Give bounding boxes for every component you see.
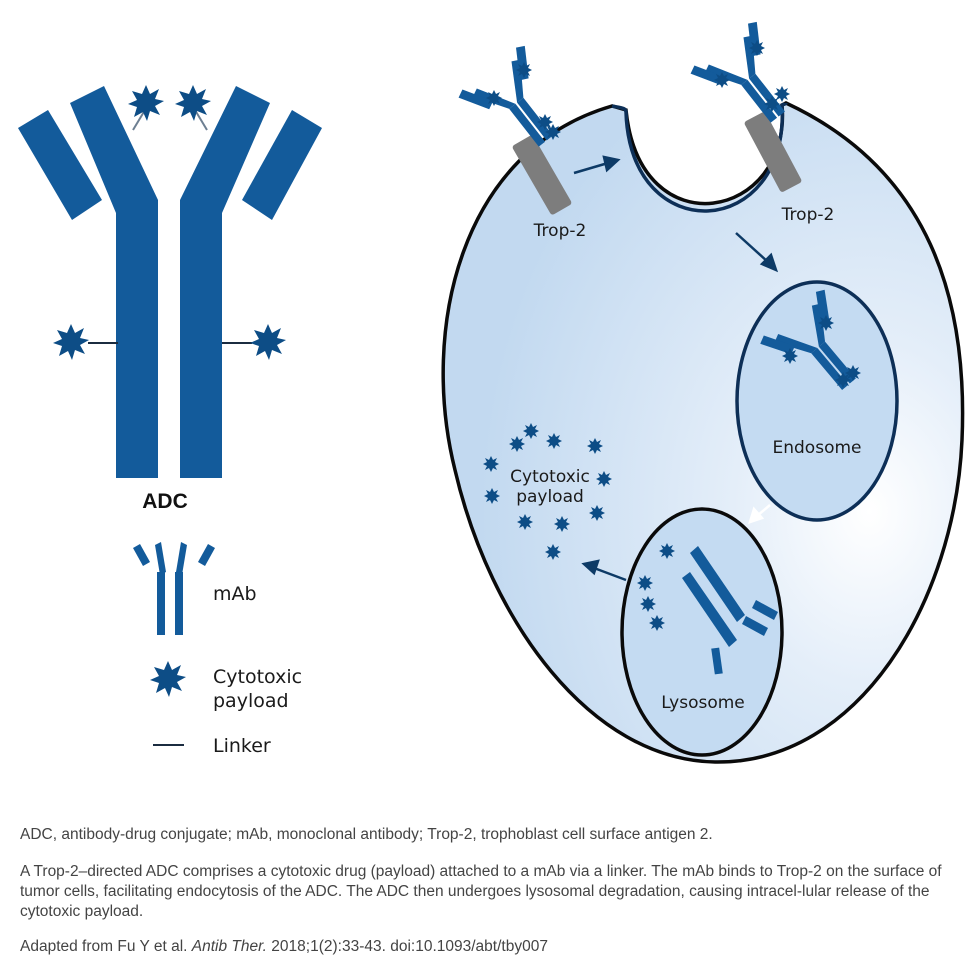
payload-star-icon <box>845 365 861 381</box>
payload-star-icon <box>150 661 186 697</box>
cytotoxic-payload-label-line1: Cytotoxic <box>510 467 590 487</box>
payload-star-icon <box>659 543 675 559</box>
source-citation: Adapted from Fu Y et al. Antib Ther. 201… <box>20 937 955 957</box>
payload-star-icon <box>649 615 665 631</box>
trop2-label-left: Trop-2 <box>533 221 587 241</box>
source-prefix: Adapted from Fu Y et al. <box>20 938 192 955</box>
arrows <box>573 155 779 582</box>
payload-star-icon <box>537 114 553 130</box>
lysosome-label: Lysosome <box>661 693 745 713</box>
payload-star-icon <box>128 85 164 121</box>
description-footnote: A Trop-2–directed ADC comprises a cytoto… <box>20 863 942 920</box>
legend-mab-label: mAb <box>213 583 257 605</box>
tumor-cell: Trop-2 Trop-2 Endosome <box>441 18 965 764</box>
cytotoxic-payload-label-line2: payload <box>516 487 584 507</box>
degraded-antibody <box>682 546 778 675</box>
mab-icon <box>133 542 215 635</box>
adc-label: ADC <box>142 490 188 513</box>
payload-star-icon <box>637 575 653 591</box>
payload-star-icon <box>818 315 834 331</box>
payload-star-icon <box>640 596 656 612</box>
payload-star-icon <box>714 72 730 88</box>
source-journal: Antib Ther. <box>191 938 267 955</box>
white-arrow <box>748 504 771 524</box>
payload-star-icon <box>545 124 561 140</box>
payload-star-icon <box>749 40 765 56</box>
payload-star-icon <box>516 62 532 78</box>
trop2-receptor-left <box>512 135 572 215</box>
trop2-label-right: Trop-2 <box>781 205 835 225</box>
trop2-receptor-right <box>744 112 802 192</box>
endosome-label: Endosome <box>773 438 862 458</box>
payload-star-icon <box>175 85 211 121</box>
abbreviations-footnote: ADC, antibody-drug conjugate; mAb, monoc… <box>20 826 713 843</box>
payload-star-icon <box>782 348 798 364</box>
legend-payload-label-line1: Cytotoxic <box>213 666 302 688</box>
adc-antibody <box>18 85 322 478</box>
payload-star-icon <box>250 324 286 360</box>
legend-linker-label: Linker <box>213 735 271 757</box>
payload-star-icon <box>774 86 790 102</box>
lysosome <box>620 507 784 757</box>
legend: mAb Cytotoxic payload Linker <box>133 542 302 757</box>
payload-star-icon <box>486 90 502 106</box>
payload-star-icon <box>53 324 89 360</box>
legend-payload-label-line2: payload <box>213 690 289 712</box>
adc-mechanism-diagram: ADC mAb Cytotoxic payload Linker <box>18 18 965 764</box>
source-suffix: 2018;1(2):33-43. doi:10.1093/abt/tby007 <box>267 938 548 955</box>
